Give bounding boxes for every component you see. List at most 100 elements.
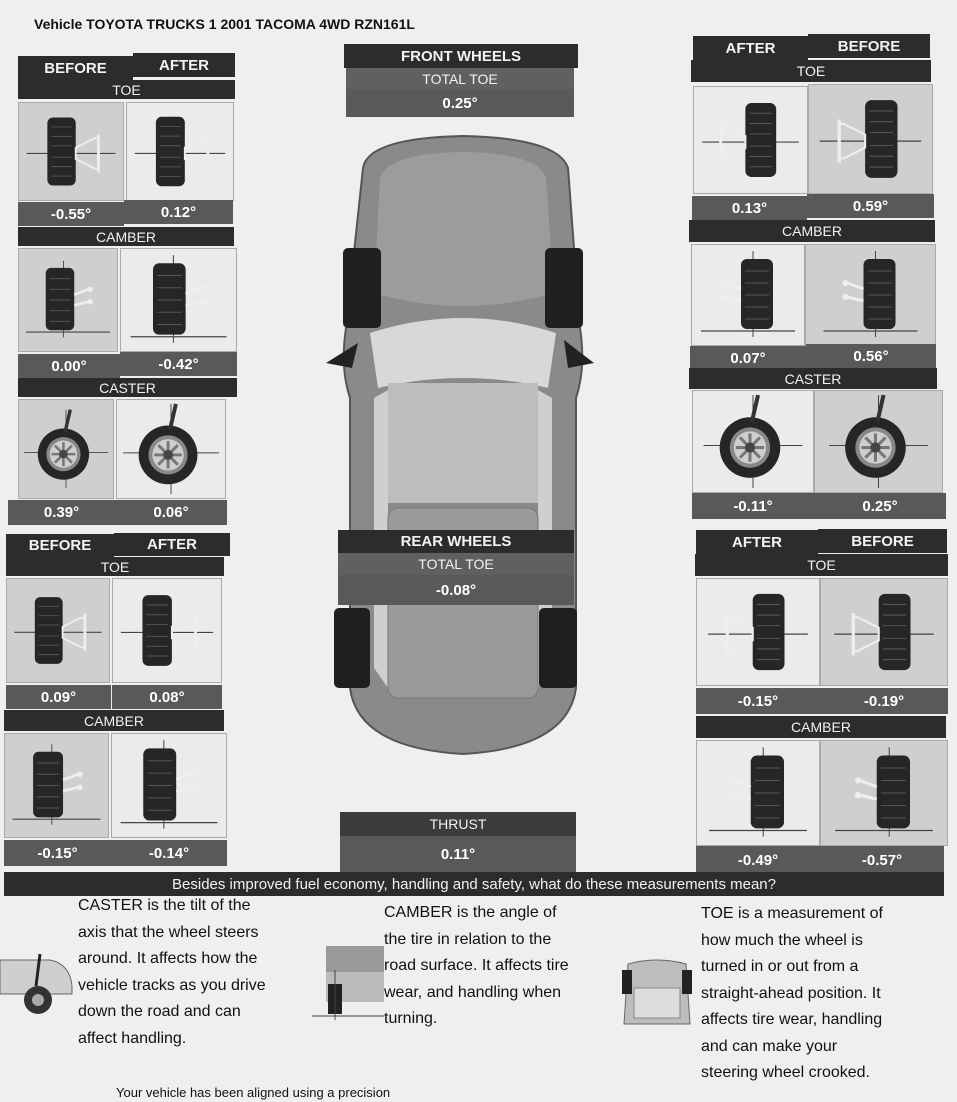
rl-camber-before-cell — [4, 733, 109, 838]
fl-caster-before-cell — [18, 399, 114, 499]
fl-caster-after-cell — [116, 399, 226, 499]
rr-camber-before-value: -0.57° — [820, 846, 944, 874]
caster-wheel-icon — [19, 400, 113, 498]
toe-car-icon — [620, 958, 694, 1030]
caster-line: axis that the wheel steers — [78, 923, 259, 941]
toe-line: and can make your — [701, 1037, 838, 1055]
rl-toe-before-cell — [6, 578, 110, 683]
vehicle-title: Vehicle TOYOTA TRUCKS 1 2001 TACOMA 4WD … — [34, 16, 415, 32]
fr-toe-after-cell — [693, 86, 808, 194]
toe-wheel-icon — [809, 85, 932, 193]
rl-camber-after-value: -0.14° — [111, 840, 227, 866]
toe-wheel-icon — [694, 87, 807, 193]
rr-toe-header: TOE — [695, 554, 948, 576]
fl-toe-before-value: -0.55° — [18, 202, 124, 226]
rl-camber-before-value: -0.15° — [4, 840, 111, 866]
front-total-toe-label: TOTAL TOE — [346, 68, 574, 89]
toe-line: turned in or out from a — [701, 958, 859, 975]
fr-toe-before-value: 0.59° — [807, 194, 934, 218]
camber-line: CAMBER is the angle of — [384, 904, 557, 921]
fl-camber-before-cell — [18, 248, 118, 352]
fl-camber-after-value: -0.42° — [120, 352, 237, 376]
fr-camber-header: CAMBER — [689, 220, 935, 242]
fl-camber-before-value: 0.00° — [18, 354, 120, 378]
toe-line: how much the wheel is — [701, 931, 863, 949]
fl-caster-after-value: 0.06° — [115, 500, 227, 525]
rl-toe-after-cell — [112, 578, 222, 683]
fr-camber-after-cell — [691, 244, 805, 346]
caster-line: down the road and can — [78, 1003, 241, 1020]
rr-camber-before-cell — [820, 740, 948, 846]
fr-toe-after-value: 0.13° — [692, 196, 807, 220]
caster-line: around. It affects how the — [78, 950, 258, 967]
thrust-value: 0.11° — [340, 836, 576, 872]
camber-wheel-icon — [19, 249, 117, 351]
fr-before-header: BEFORE — [808, 34, 930, 58]
rr-toe-after-value: -0.15° — [696, 688, 820, 714]
toe-wheel-icon — [19, 103, 123, 200]
caster-wheel-icon — [693, 391, 813, 492]
toe-wheel-icon — [821, 579, 947, 685]
fl-camber-header: CAMBER — [18, 227, 234, 246]
fl-toe-after-value: 0.12° — [124, 200, 233, 224]
car-top-view-icon — [326, 134, 594, 756]
camber-wheel-icon — [112, 734, 226, 837]
rl-toe-header: TOE — [6, 557, 224, 576]
fr-camber-before-cell — [805, 244, 936, 346]
fl-camber-after-cell — [120, 248, 237, 352]
caster-explanation: CASTER is the tilt of the axis that the … — [78, 893, 318, 1052]
rr-before-header: BEFORE — [818, 529, 947, 553]
rear-total-toe-label: TOTAL TOE — [338, 553, 574, 575]
fr-caster-before-value: 0.25° — [814, 493, 946, 519]
fl-before-header: BEFORE — [18, 56, 133, 80]
caster-line: vehicle tracks as you drive — [78, 976, 266, 994]
toe-wheel-icon — [7, 579, 109, 682]
camber-line: the tire in relation to the — [384, 930, 552, 948]
fr-caster-after-cell — [692, 390, 814, 493]
toe-explanation: TOE is a measurement of how much the whe… — [701, 901, 951, 1087]
footer-text: Your vehicle has been aligned using a pr… — [116, 1085, 391, 1100]
fr-caster-before-cell — [814, 390, 943, 493]
fr-caster-after-value: -0.11° — [692, 493, 814, 519]
camber-line: road surface. It affects tire — [384, 957, 569, 974]
camber-line: wear, and handling when — [384, 983, 562, 1001]
camber-car-icon — [312, 940, 384, 1022]
camber-wheel-icon — [5, 734, 108, 837]
rl-camber-header: CAMBER — [4, 710, 224, 731]
camber-explanation: CAMBER is the angle of the tire in relat… — [384, 900, 624, 1033]
fr-camber-after-value: 0.07° — [690, 346, 806, 370]
rl-before-header: BEFORE — [6, 534, 114, 557]
fr-toe-before-cell — [808, 84, 933, 194]
toe-wheel-icon — [127, 103, 233, 200]
caster-line: CASTER is the tilt of the — [78, 897, 251, 914]
toe-line: TOE is a measurement of — [701, 905, 883, 922]
rr-camber-after-cell — [696, 740, 820, 846]
camber-line: turning. — [384, 1010, 438, 1027]
fl-after-header: AFTER — [133, 53, 235, 77]
rl-toe-after-value: 0.08° — [112, 685, 222, 709]
rl-toe-before-value: 0.09° — [6, 685, 111, 709]
rr-toe-after-cell — [696, 578, 820, 686]
camber-wheel-icon — [697, 741, 819, 845]
camber-wheel-icon — [806, 245, 935, 345]
front-total-toe-value: 0.25° — [346, 89, 574, 117]
fl-toe-before-cell — [18, 102, 124, 201]
rr-after-header: AFTER — [696, 530, 818, 554]
fr-after-header: AFTER — [693, 36, 808, 60]
camber-wheel-icon — [121, 249, 236, 351]
fl-caster-header: CASTER — [18, 378, 237, 397]
fl-toe-header: TOE — [18, 80, 235, 99]
rr-camber-header: CAMBER — [696, 716, 946, 738]
toe-wheel-icon — [113, 579, 221, 682]
toe-line: steering wheel crooked. — [701, 1064, 870, 1081]
rr-toe-before-cell — [820, 578, 948, 686]
caster-wheel-icon — [117, 400, 225, 498]
rr-camber-after-value: -0.49° — [696, 846, 820, 874]
question-bar: Besides improved fuel economy, handling … — [4, 872, 944, 896]
front-wheels-title: FRONT WHEELS — [344, 44, 578, 68]
rear-wheels-title: REAR WHEELS — [338, 530, 574, 553]
fl-toe-after-cell — [126, 102, 234, 201]
toe-line: affects tire wear, handling — [701, 1011, 883, 1028]
thrust-label: THRUST — [340, 812, 576, 836]
caster-wheel-icon — [815, 391, 942, 492]
